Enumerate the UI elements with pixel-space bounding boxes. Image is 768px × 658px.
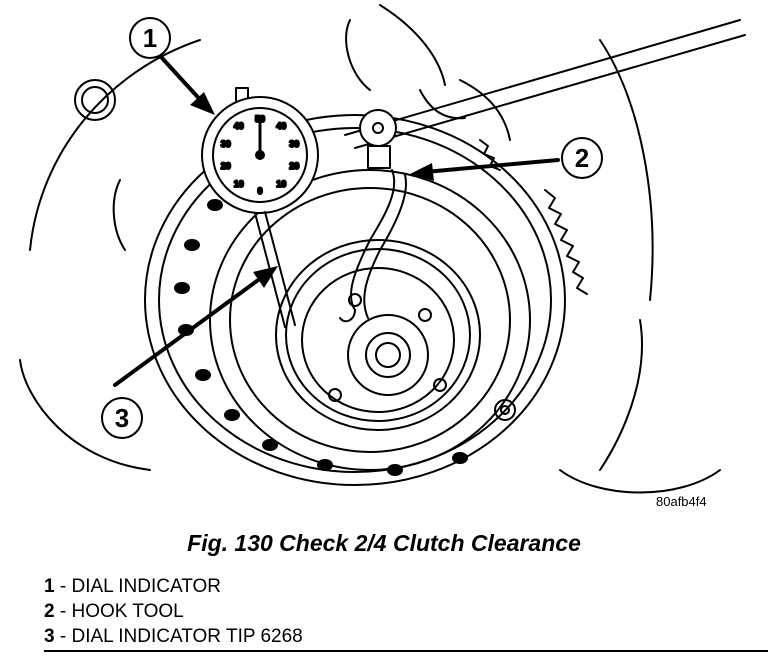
legend-item: 3 - DIAL INDICATOR TIP 6268 [44,624,303,649]
dial-mark: 40 [276,121,286,131]
transmission-case [19,39,721,494]
dial-mark: 20 [289,161,299,171]
legend-item-label: DIAL INDICATOR TIP 6268 [71,626,303,647]
callout-2-arrowhead [410,163,434,181]
dial-mark: 0 [257,186,262,196]
legend-item-number: 3 [44,626,55,647]
legend-item-number: 1 [44,576,55,597]
technician-hand [345,4,511,141]
legend-item: 1 - DIAL INDICATOR [44,574,303,599]
dial-mark: 20 [221,161,231,171]
legend-list: 1 - DIAL INDICATOR 2 - HOOK TOOL 3 - DIA… [44,574,303,649]
legend-item-label: HOOK TOOL [71,601,184,622]
callout-3-label: 3 [115,403,129,433]
dial-mark: 30 [221,139,231,149]
callout-2-label: 2 [575,143,589,173]
dial-mark: 10 [276,179,286,189]
dial-mark: 10 [234,179,244,189]
legend-item-label: DIAL INDICATOR [71,576,222,597]
dial-mark: 40 [234,121,244,131]
callout-1-arrowhead [190,92,215,115]
callout-3-circle [101,397,143,439]
figure-id-label: 80afb4f4 [656,494,707,509]
callout-3-arrowhead [253,266,278,288]
legend-item-separator: - [54,601,72,622]
callout-2-leader [423,158,560,174]
callout-3-leader [113,273,267,387]
dial-indicator [201,87,319,328]
bottom-rule [44,650,768,652]
legend-item-separator: - [54,626,72,647]
dial-mark: 30 [289,139,299,149]
dial-mark: 50 [255,114,265,124]
legend-item-number: 2 [44,601,55,622]
callout-1-circle [129,17,171,59]
legend-item-separator: - [54,576,72,597]
hook-tool [339,19,746,323]
callout-1-label: 1 [143,23,157,53]
figure-caption: Fig. 130 Check 2/4 Clutch Clearance [187,530,581,556]
callout-2-circle [561,137,603,179]
clutch-gear-teeth [544,189,588,295]
legend-item: 2 - HOOK TOOL [44,599,303,624]
callout-1-leader [160,56,207,107]
clutch-housing [144,114,566,486]
clutch-hub [328,293,447,402]
